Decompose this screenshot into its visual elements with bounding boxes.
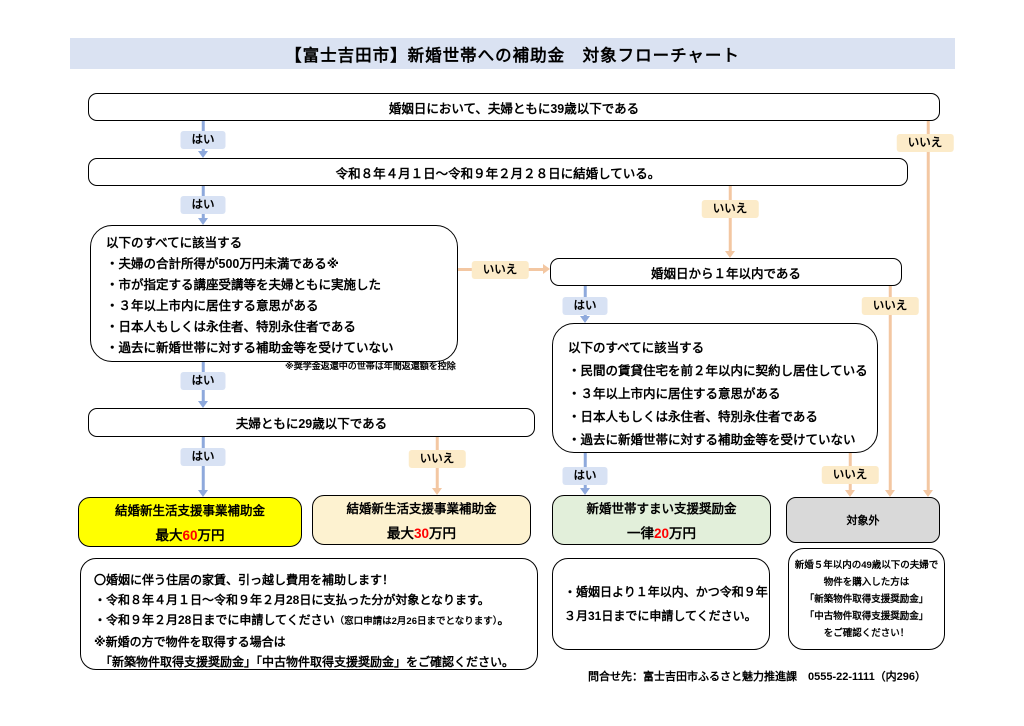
conditions-right-box: 以下のすべてに該当する ・民間の賃貸住宅を前２年以内に契約し居住している ・３年… [552,323,878,453]
result-amount: 最大30万円 [387,522,456,542]
info-right-box: 新婚５年以内の49歳以下の夫婦で 物件を購入した方は 「新築物件取得支援奨励金」… [788,548,945,650]
page-title: 【富士吉田市】新婚世帯への補助金 対象フローチャート [285,46,740,65]
conditions-left-box: 以下のすべてに該当する ・夫婦の合計所得が500万円未満である※ ・市が指定する… [90,225,458,362]
arrow-down-icon [198,151,208,158]
info-line: ※新婚の方で物件を取得する場合は [94,635,286,649]
result-excluded: 対象外 [786,497,940,543]
amount-prefix: 一律 [626,526,654,541]
condition-item: ・過去に新婚世帯に対する補助金等を受けていない [106,341,394,355]
amount-suffix: 万円 [429,526,457,541]
question-both-under-39: 婚姻日において、夫婦ともに39歳以下である [88,93,940,121]
no-label: いいえ [701,200,759,218]
info-line: 新婚５年以内の49歳以下の夫婦で [794,559,939,571]
scholarship-note: ※奨学金返還中の世帯は年間返還額を控除 [285,361,456,371]
result-name: 結婚新生活支援事業補助金 [114,504,265,518]
arrow-down-icon [885,490,895,497]
info-line: 「新築物件取得支援奨励金」 [804,593,929,605]
condition-item: ・日本人もしくは永住者、特別永住者である [568,410,818,424]
info-line-paren: （窓口申請は2月26日までとなります） [334,616,498,627]
info-line: 「新築物件取得支援奨励金」「中古物件取得支援奨励金」をご確認ください。 [94,655,515,669]
amount-suffix: 万円 [669,526,697,541]
yes-label: はい [562,467,608,485]
info-line: ・令和８年４月１日～令和９年２月28日に支払った分が対象となります。 [94,593,490,607]
condition-item: ・過去に新婚世帯に対する補助金等を受けていない [568,433,856,447]
info-line: 物件を購入した方は [823,576,910,588]
condition-item: ・市が指定する講座受講等を夫婦ともに実施した [106,278,382,292]
yes-label: はい [180,372,226,390]
question-text: 婚姻日から１年以内である [651,266,801,281]
info-line: ・令和９年２月28日までに申請してください（窓口申請は2月26日までとなります）… [94,610,537,632]
arrow-right-icon [543,264,550,274]
amount-prefix: 最大 [386,526,414,541]
no-label: いいえ [408,450,466,468]
no-line-q1-excluded [926,121,930,490]
question-text: 婚姻日において、夫婦ともに39歳以下である [388,101,640,116]
question-married-in-period: 令和８年４月１日～令和９年２月２８日に結婚している。 [88,158,908,186]
result-name: 結婚新生活支援事業補助金 [346,502,497,516]
info-middle-box: ・婚姻日より１年以内、かつ令和９年 ３月31日までに申請してください。 [552,558,770,650]
arrow-down-icon [725,251,735,258]
arrow-down-icon [198,401,208,408]
question-both-under-29: 夫婦ともに29歳以下である [88,408,535,437]
arrow-down-icon [198,218,208,225]
condition-item: ・夫婦の合計所得が500万円未満である※ [106,257,339,271]
result-name: 対象外 [846,515,880,527]
contact-info: 問合せ先：富士吉田市ふるさと魅力推進課 0555-22-1111（内296） [588,671,927,683]
info-line: ・婚姻日より１年以内、かつ令和９年 [564,585,768,599]
result-amount: 一律20万円 [627,522,696,542]
result-subsidy-max30: 結婚新生活支援事業補助金 最大30万円 [312,495,531,545]
result-incentive-flat20: 新婚世帯すまい支援奨励金 一律20万円 [552,495,771,545]
title-bar: 【富士吉田市】新婚世帯への補助金 対象フローチャート [70,38,955,69]
info-line-main: ・令和９年２月28日までに申請してください [94,613,335,627]
arrow-down-icon [845,490,855,497]
no-label: いいえ [861,297,919,315]
condition-item: ・日本人もしくは永住者、特別永住者である [106,320,356,334]
no-label: いいえ [471,261,529,279]
question-within-1-year: 婚姻日から１年以内である [550,258,902,286]
info-line: ３月31日までに申請してください。 [564,609,757,623]
result-subsidy-max60: 結婚新生活支援事業補助金 最大60万円 [78,497,302,547]
info-line-end: 。 [497,613,510,627]
no-label: いいえ [896,134,954,152]
amount-prefix: 最大 [155,528,183,543]
arrow-down-icon [580,316,590,323]
conditions-heading: 以下のすべてに該当する [106,236,243,250]
no-line-q4-excluded [888,286,892,490]
question-text: 令和８年４月１日～令和９年２月２８日に結婚している。 [335,166,661,181]
arrow-down-icon [198,490,208,497]
info-left-box: 〇婚姻に伴う住居の家賃、引っ越し費用を補助します！ ・令和８年４月１日～令和９年… [80,558,538,670]
yes-label: はい [180,131,226,149]
amount-value: 20 [653,526,670,541]
condition-item: ・３年以上市内に居住する意思がある [106,299,319,313]
arrow-down-icon [923,490,933,497]
amount-value: 60 [182,528,198,543]
amount-value: 30 [413,526,430,541]
question-text: 夫婦ともに29歳以下である [235,417,388,431]
info-line: をご確認ください！ [823,627,910,639]
condition-item: ・３年以上市内に居住する意思がある [568,387,781,401]
result-name: 新婚世帯すまい支援奨励金 [586,502,737,516]
no-label: いいえ [821,466,879,484]
conditions-heading: 以下のすべてに該当する [568,341,705,355]
yes-label: はい [180,196,226,214]
info-line: 〇婚姻に伴う住居の家賃、引っ越し費用を補助します！ [94,573,395,587]
condition-item: ・民間の賃貸住宅を前２年以内に契約し居住している [568,364,868,378]
no-line-q2-q4 [728,186,732,251]
yes-label: はい [562,297,608,315]
result-amount: 最大60万円 [155,524,224,544]
arrow-down-icon [580,488,590,495]
info-line: 「中古物件取得支援奨励金」 [804,610,929,622]
arrow-down-icon [432,488,442,495]
amount-suffix: 万円 [197,528,225,543]
yes-label: はい [180,448,226,466]
